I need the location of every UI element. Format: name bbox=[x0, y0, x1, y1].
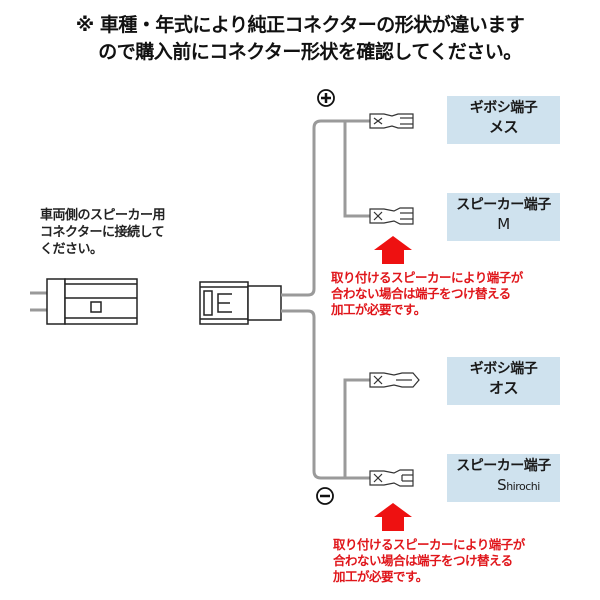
warning-note-upper: 取り付けるスピーカーにより端子が 合わない場合は端子をつけ替える 加工が必要です… bbox=[331, 270, 523, 318]
label-title: スピーカー端子 bbox=[456, 458, 551, 474]
label-title: ギボシ端子 bbox=[469, 100, 538, 116]
warning-line: 合わない場合は端子をつけ替える bbox=[333, 553, 513, 568]
caption-line-3: ください。 bbox=[40, 242, 103, 257]
notice-line-2: ので購入前にコネクター形状を確認してください。 bbox=[98, 41, 522, 63]
terminal-speaker-s bbox=[369, 469, 414, 487]
label-sub: オス bbox=[488, 379, 519, 397]
notice-line-1: ※ 車種・年式により純正コネクターの形状が違います bbox=[75, 14, 525, 36]
terminal-male-bullet bbox=[369, 372, 420, 388]
label-speaker-m: スピーカー端子 M bbox=[447, 193, 560, 241]
notice-text: ※ 車種・年式により純正コネクターの形状が違います ので購入前にコネクター形状を… bbox=[0, 12, 600, 66]
warning-line: 合わない場合は端子をつけ替える bbox=[331, 286, 511, 301]
harness-connector bbox=[199, 281, 282, 325]
label-male-bullet: ギボシ端子 オス bbox=[447, 357, 560, 405]
terminal-speaker-m bbox=[369, 207, 414, 225]
label-female-bullet: ギボシ端子 メス bbox=[447, 96, 560, 144]
caption-line-2: コネクターに接続して bbox=[40, 225, 165, 240]
caption-line-1: 車両側のスピーカー用 bbox=[40, 208, 166, 223]
vehicle-connector-caption: 車両側のスピーカー用 コネクターに接続して ください。 bbox=[40, 207, 166, 258]
label-sub: メス bbox=[488, 118, 519, 136]
warning-line: 加工が必要です。 bbox=[333, 569, 428, 584]
up-arrow-icon bbox=[374, 503, 412, 531]
watermark: hirochi bbox=[506, 480, 540, 493]
label-sub: S bbox=[497, 476, 507, 494]
warning-line: 加工が必要です。 bbox=[331, 302, 426, 317]
label-title: ギボシ端子 bbox=[469, 361, 538, 377]
positive-icon bbox=[317, 89, 335, 107]
warning-note-lower: 取り付けるスピーカーにより端子が 合わない場合は端子をつけ替える 加工が必要です… bbox=[333, 537, 525, 585]
warning-line: 取り付けるスピーカーにより端子が bbox=[331, 270, 523, 285]
wires bbox=[281, 119, 370, 480]
label-title: スピーカー端子 bbox=[456, 197, 551, 213]
terminal-female-bullet bbox=[369, 113, 414, 129]
label-speaker-s: スピーカー端子 Shirochi bbox=[447, 454, 560, 502]
warning-line: 取り付けるスピーカーにより端子が bbox=[333, 537, 525, 552]
negative-icon bbox=[316, 487, 334, 505]
up-arrow-icon bbox=[374, 236, 412, 264]
vehicle-connector bbox=[30, 278, 138, 325]
label-sub: M bbox=[497, 215, 510, 233]
